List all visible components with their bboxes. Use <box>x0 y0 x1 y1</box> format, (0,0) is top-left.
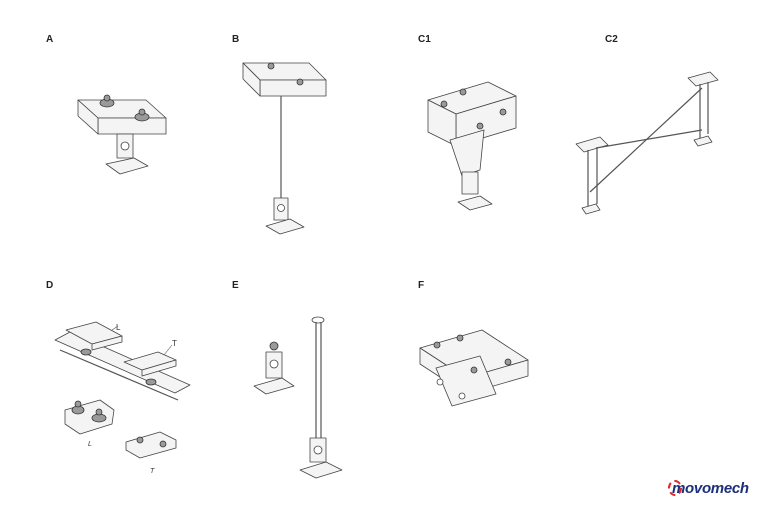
panel-label-e: E <box>232 280 239 291</box>
illustration-c2 <box>575 71 719 215</box>
callout-t: T <box>172 339 177 348</box>
panel-label-c1: C1 <box>418 34 431 45</box>
brand-logo: movomech <box>672 480 749 497</box>
panel-label-d: D <box>46 280 54 291</box>
caption-t: T <box>150 468 155 475</box>
illustration-d <box>54 321 191 459</box>
panel-label-a: A <box>46 34 54 45</box>
illustration-c1 <box>427 81 517 211</box>
logo-gear-icon <box>668 480 682 496</box>
illustration-e <box>253 316 343 479</box>
illustration-b <box>242 62 327 235</box>
illustration-a <box>77 94 167 175</box>
callout-l: L <box>116 323 121 332</box>
illustration-f <box>419 329 529 407</box>
caption-l: L <box>88 441 92 448</box>
panel-label-c2: C2 <box>605 34 618 45</box>
panel-label-b: B <box>232 34 240 45</box>
panel-label-f: F <box>418 280 425 291</box>
